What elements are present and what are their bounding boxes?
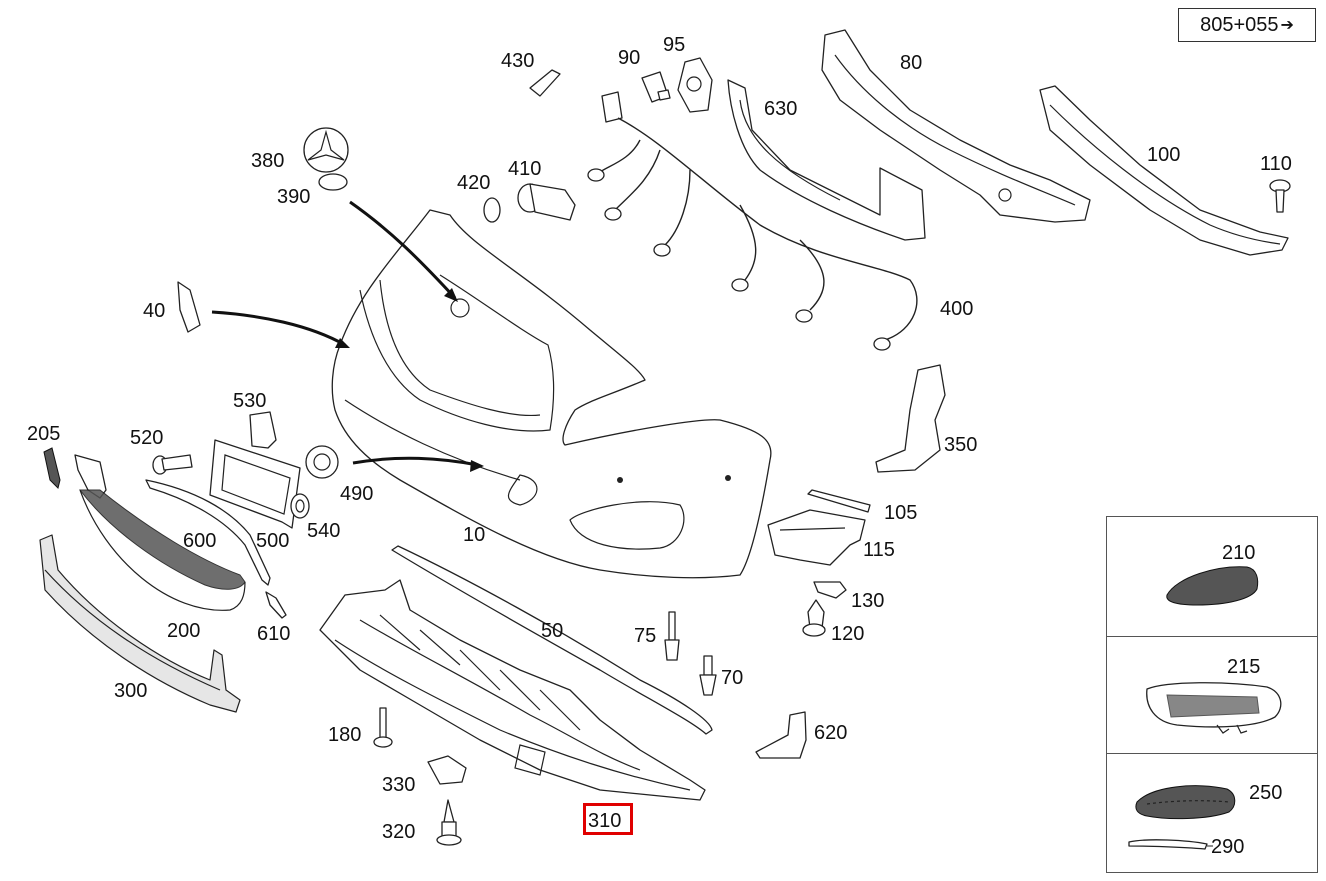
part-350-bracket[interactable] bbox=[875, 364, 946, 473]
label-380: 380 bbox=[251, 150, 284, 172]
label-530: 530 bbox=[233, 390, 266, 412]
part-300-lower-grille[interactable] bbox=[39, 534, 241, 713]
part-50-strip[interactable] bbox=[391, 545, 713, 735]
part-115-bracket[interactable] bbox=[767, 509, 866, 566]
label-95: 95 bbox=[663, 34, 685, 56]
label-200: 200 bbox=[167, 620, 200, 642]
label-50: 50 bbox=[541, 620, 563, 642]
arrow-380-to-bumper bbox=[349, 200, 457, 300]
part-205-grille[interactable] bbox=[43, 447, 61, 489]
part-320-screw[interactable] bbox=[436, 799, 462, 846]
label-10: 10 bbox=[463, 524, 485, 546]
part-105-strip[interactable] bbox=[807, 489, 871, 513]
arrow-right-icon: ➔ bbox=[1280, 17, 1294, 34]
inset-label-210: 210 bbox=[1222, 542, 1255, 564]
part-400-wiring-harness[interactable] bbox=[587, 91, 918, 351]
arrow-490-to-bumper bbox=[352, 456, 479, 467]
part-430[interactable] bbox=[529, 69, 561, 97]
label-105: 105 bbox=[884, 502, 917, 524]
part-620-bracket[interactable] bbox=[755, 711, 807, 759]
inset-panel-250-290[interactable]: 250 290 bbox=[1106, 753, 1318, 873]
label-540: 540 bbox=[307, 520, 340, 542]
label-350: 350 bbox=[944, 434, 977, 456]
label-110: 110 bbox=[1260, 153, 1292, 175]
label-610: 610 bbox=[257, 623, 290, 645]
part-120-rivet[interactable] bbox=[802, 599, 826, 637]
label-630: 630 bbox=[764, 98, 797, 120]
highlight-box-310 bbox=[583, 803, 633, 835]
part-200-center-grille[interactable] bbox=[74, 454, 246, 611]
label-300: 300 bbox=[114, 680, 147, 702]
grille-insert-250 bbox=[1135, 785, 1236, 820]
part-540-grommet[interactable] bbox=[290, 493, 310, 519]
grille-insert-210 bbox=[1166, 566, 1259, 606]
part-310-underbody-panel[interactable] bbox=[319, 579, 706, 801]
label-420: 420 bbox=[457, 172, 490, 194]
part-95[interactable] bbox=[677, 57, 713, 113]
part-75-rivet[interactable] bbox=[664, 611, 680, 661]
label-100: 100 bbox=[1147, 144, 1180, 166]
label-90: 90 bbox=[618, 47, 640, 69]
part-80[interactable] bbox=[821, 29, 1091, 223]
part-40-clip[interactable] bbox=[177, 281, 201, 333]
part-420-ring[interactable] bbox=[483, 197, 501, 223]
part-520-bolt[interactable] bbox=[152, 454, 193, 475]
label-410: 410 bbox=[508, 158, 541, 180]
label-310: 310 bbox=[588, 810, 621, 832]
part-130-clip[interactable] bbox=[813, 581, 847, 599]
inset-panel-210[interactable]: 210 bbox=[1106, 516, 1318, 637]
part-410-sensor[interactable] bbox=[517, 183, 576, 221]
label-40: 40 bbox=[143, 300, 165, 322]
label-400: 400 bbox=[940, 298, 973, 320]
part-100[interactable] bbox=[1039, 85, 1289, 256]
part-110-screw[interactable] bbox=[1269, 179, 1291, 213]
part-600-trim-strip[interactable] bbox=[145, 479, 271, 586]
part-380-emblem[interactable] bbox=[303, 127, 349, 173]
part-530-clip[interactable] bbox=[249, 411, 277, 449]
part-610-clip[interactable] bbox=[265, 591, 287, 619]
arrow-40-to-bumper bbox=[211, 310, 346, 347]
inset-label-215: 215 bbox=[1227, 656, 1260, 678]
label-130: 130 bbox=[851, 590, 884, 612]
label-390: 390 bbox=[277, 186, 310, 208]
label-600: 600 bbox=[183, 530, 216, 552]
part-90[interactable] bbox=[641, 71, 671, 103]
bumper-cover-10[interactable] bbox=[331, 209, 772, 579]
label-115: 115 bbox=[863, 539, 895, 561]
label-70: 70 bbox=[721, 667, 743, 689]
label-320: 320 bbox=[382, 821, 415, 843]
label-205: 205 bbox=[27, 423, 60, 445]
part-490-sensor[interactable] bbox=[305, 445, 339, 479]
part-180-screw[interactable] bbox=[373, 707, 393, 748]
part-390-ring[interactable] bbox=[318, 173, 348, 191]
reference-link-box[interactable]: 805+055 ➔ bbox=[1178, 8, 1316, 42]
label-80: 80 bbox=[900, 52, 922, 74]
label-620: 620 bbox=[814, 722, 847, 744]
reference-text: 805+055 bbox=[1200, 13, 1279, 36]
label-75: 75 bbox=[634, 625, 656, 647]
inset-label-250: 250 bbox=[1249, 782, 1282, 804]
inset-panel-215[interactable]: 215 bbox=[1106, 636, 1318, 754]
label-330: 330 bbox=[382, 774, 415, 796]
part-70-push-rivet[interactable] bbox=[699, 655, 717, 696]
label-490: 490 bbox=[340, 483, 373, 505]
part-330-clip[interactable] bbox=[427, 755, 467, 785]
label-120: 120 bbox=[831, 623, 864, 645]
label-520: 520 bbox=[130, 427, 163, 449]
label-500: 500 bbox=[256, 530, 289, 552]
part-630[interactable] bbox=[727, 79, 926, 241]
part-500-plate-bracket[interactable] bbox=[209, 439, 301, 529]
label-180: 180 bbox=[328, 724, 361, 746]
label-430: 430 bbox=[501, 50, 534, 72]
inset-label-290: 290 bbox=[1211, 836, 1244, 858]
trim-strip-290 bbox=[1128, 839, 1208, 850]
